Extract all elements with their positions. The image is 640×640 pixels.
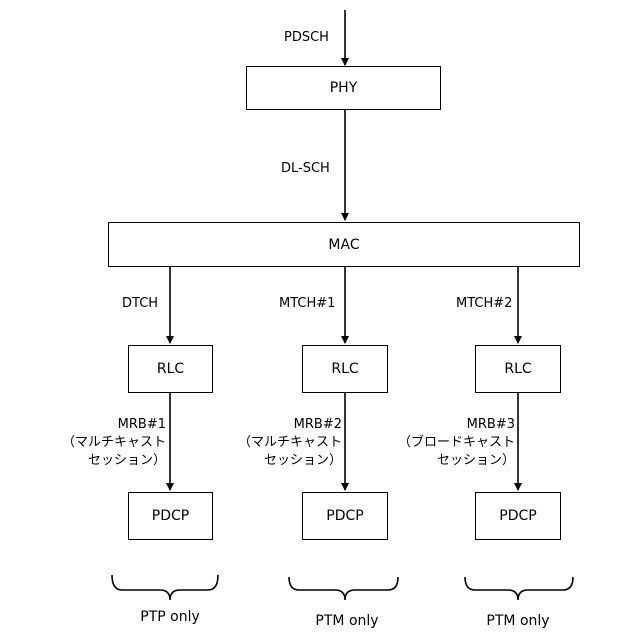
mrb1-line2: セッション） (62, 452, 166, 470)
dtch-label: DTCH (122, 295, 158, 313)
brace-ptp (112, 575, 218, 600)
pdsch-label: PDSCH (284, 29, 329, 47)
phy-box: PHY (246, 66, 441, 110)
brace-ptm-1 (289, 577, 398, 600)
pdcp-box-3: PDCP (475, 492, 561, 540)
rlc-box-3: RLC (475, 345, 561, 393)
mac-box: MAC (108, 222, 580, 267)
mrb1-id: MRB#1 (62, 416, 166, 434)
mrb3-line2: セッション） (398, 452, 515, 470)
mrb1-line1: （マルチキャスト (62, 434, 166, 452)
brace-ptm-2 (465, 577, 573, 600)
mrb3-label: MRB#3 （ブロードキャスト セッション） (398, 416, 515, 470)
ptp-only-label: PTP only (120, 609, 220, 625)
mrb3-line1: （ブロードキャスト (398, 434, 515, 452)
ptm-only-label-2: PTM only (468, 613, 568, 629)
mrb2-label: MRB#2 （マルチキャスト セッション） (238, 416, 342, 470)
dlsch-label: DL-SCH (281, 160, 330, 178)
mtch1-label: MTCH#1 (279, 295, 335, 313)
ptm-only-label-1: PTM only (297, 613, 397, 629)
mrb2-line2: セッション） (238, 452, 342, 470)
mtch2-label: MTCH#2 (456, 295, 512, 313)
mrb2-id: MRB#2 (238, 416, 342, 434)
mrb1-label: MRB#1 （マルチキャスト セッション） (62, 416, 166, 470)
pdcp-box-1: PDCP (128, 492, 213, 540)
rlc-box-2: RLC (302, 345, 388, 393)
pdcp-box-2: PDCP (302, 492, 388, 540)
mrb2-line1: （マルチキャスト (238, 434, 342, 452)
mrb3-id: MRB#3 (398, 416, 515, 434)
rlc-box-1: RLC (128, 345, 213, 393)
